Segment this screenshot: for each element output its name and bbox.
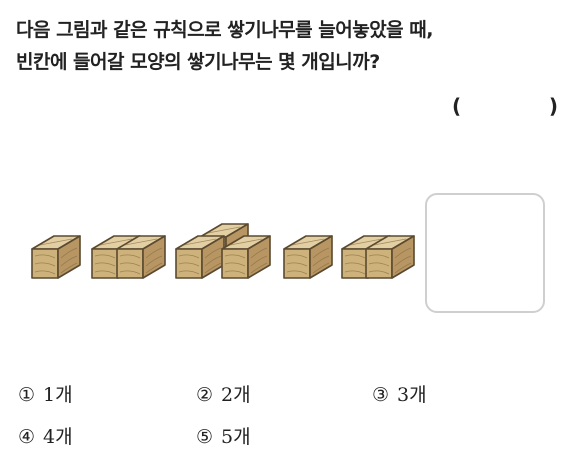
wood-cube bbox=[175, 235, 225, 279]
wood-cube bbox=[365, 235, 415, 279]
wood-cube bbox=[221, 235, 271, 279]
block-pattern bbox=[31, 223, 415, 279]
choice-2-label: 2개 bbox=[221, 384, 251, 406]
choice-3-label: 3개 bbox=[397, 384, 427, 406]
choice-4[interactable]: ④ 4개 bbox=[18, 422, 73, 449]
choice-5[interactable]: ⑤ 5개 bbox=[196, 422, 251, 449]
choice-2-number: ② bbox=[196, 384, 214, 406]
wood-cube bbox=[31, 235, 81, 279]
answer-field[interactable]: ( ) bbox=[452, 94, 558, 124]
choice-3-number: ③ bbox=[372, 384, 390, 406]
choice-1-number: ① bbox=[18, 384, 36, 406]
question-line-2: 빈칸에 들어갈 모양의 쌓기나무는 몇 개입니까? bbox=[16, 51, 380, 73]
choice-1-label: 1개 bbox=[43, 384, 73, 406]
answer-close-paren: ) bbox=[548, 94, 558, 118]
choice-5-label: 5개 bbox=[221, 426, 251, 448]
wood-cube bbox=[116, 235, 166, 279]
choice-4-number: ④ bbox=[18, 426, 36, 448]
question-line-1: 다음 그림과 같은 규칙으로 쌓기나무를 늘어놓았을 때, bbox=[16, 19, 433, 41]
choice-5-number: ⑤ bbox=[196, 426, 214, 448]
answer-open-paren: ( bbox=[452, 94, 462, 118]
choice-3[interactable]: ③ 3개 bbox=[372, 380, 427, 407]
choice-2[interactable]: ② 2개 bbox=[196, 380, 251, 407]
choice-1[interactable]: ① 1개 bbox=[18, 380, 73, 407]
wood-cube bbox=[283, 235, 333, 279]
choice-4-label: 4개 bbox=[43, 426, 73, 448]
blank-answer-box bbox=[425, 193, 545, 313]
question-text: 다음 그림과 같은 규칙으로 쌓기나무를 늘어놓았을 때, 빈칸에 들어갈 모양… bbox=[16, 14, 576, 78]
